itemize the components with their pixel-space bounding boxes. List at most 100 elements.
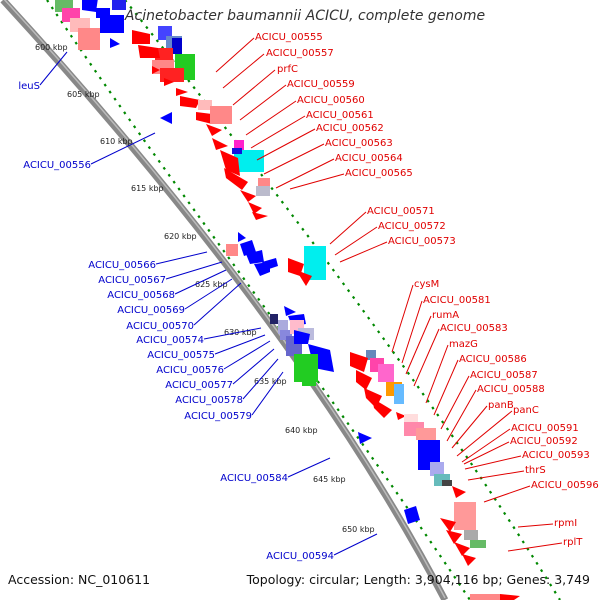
forward-gene-label[interactable]: mazG	[449, 339, 478, 350]
forward-gene-label[interactable]: prfC	[277, 64, 298, 75]
forward-gene-label[interactable]: ACICU_00563	[325, 138, 393, 149]
leader-line	[39, 51, 68, 86]
cds-cluster-middle	[226, 232, 334, 386]
reverse-gene-label[interactable]: ACICU_00577	[165, 380, 233, 391]
reverse-gene-label[interactable]: ACICU_00594	[266, 551, 334, 562]
topology-text: Topology: circular; Length: 3,904,116 bp…	[246, 572, 590, 587]
leader-line	[232, 69, 276, 106]
leader-line	[215, 37, 255, 73]
forward-gene-label[interactable]: ACICU_00596	[531, 480, 599, 491]
reverse-gene-label[interactable]: ACICU_00574	[136, 335, 204, 346]
forward-gene-label[interactable]: ACICU_00559	[287, 79, 355, 90]
reverse-gene-leaders	[39, 51, 378, 556]
reverse-gene-label[interactable]: ACICU_00576	[156, 365, 224, 376]
forward-gene-label[interactable]: ACICU_00591	[511, 423, 579, 434]
dotted-guides	[46, 0, 561, 600]
leader-line	[90, 132, 156, 165]
forward-gene-label[interactable]: ACICU_00560	[297, 95, 365, 106]
kbp-tick-label: 635 kbp	[254, 377, 287, 386]
accession-text: Accession: NC_010611	[8, 572, 151, 587]
leader-line	[413, 328, 440, 387]
forward-gene-label[interactable]: panB	[488, 400, 514, 411]
forward-gene-label[interactable]: ACICU_00565	[345, 168, 413, 179]
leader-line	[223, 340, 271, 370]
reverse-gene-label[interactable]: ACICU_00584	[220, 473, 288, 484]
leader-line	[263, 143, 325, 175]
leader-line	[401, 300, 423, 364]
forward-gene-label[interactable]: ACICU_00562	[316, 123, 384, 134]
leader-line	[329, 211, 367, 245]
leader-line	[456, 410, 513, 457]
leader-line	[461, 428, 511, 463]
leader-line	[287, 457, 331, 478]
forward-gene-label[interactable]: ACICU_00573	[388, 236, 456, 247]
reverse-gene-label[interactable]: ACICU_00568	[107, 290, 175, 301]
forward-gene-label[interactable]: ACICU_00571	[367, 206, 435, 217]
kbp-tick-label: 615 kbp	[131, 184, 164, 193]
leader-line	[391, 284, 414, 353]
leader-line	[464, 455, 522, 470]
leader-line	[239, 84, 287, 121]
leader-line	[165, 261, 223, 280]
leader-line	[214, 334, 266, 355]
forward-gene-label[interactable]: rplT	[563, 537, 583, 548]
forward-gene-leaders	[215, 37, 563, 552]
kbp-tick-label: 645 kbp	[313, 475, 346, 484]
reverse-gene-label[interactable]: leuS	[18, 81, 40, 92]
reverse-gene-label[interactable]: ACICU_00569	[117, 305, 185, 316]
kbp-tick-label: 605 kbp	[67, 90, 100, 99]
leader-line	[446, 389, 477, 442]
cds-cluster-lower	[350, 350, 520, 600]
forward-gene-label[interactable]: ACICU_00593	[522, 450, 590, 461]
leader-line	[155, 251, 208, 265]
forward-gene-label[interactable]: panC	[513, 405, 539, 416]
reverse-gene-label[interactable]: ACICU_00578	[175, 395, 243, 406]
kbp-tick-label: 625 kbp	[195, 280, 228, 289]
leader-line	[517, 523, 554, 528]
kbp-tick-label: 610 kbp	[100, 137, 133, 146]
leader-line	[425, 344, 449, 404]
leader-line	[193, 282, 242, 326]
forward-gene-label[interactable]: rpmI	[554, 518, 577, 529]
leader-line	[245, 100, 297, 136]
kbp-tick-label: 640 kbp	[285, 426, 318, 435]
forward-gene-label[interactable]: thrS	[525, 465, 546, 476]
leader-line	[174, 269, 227, 295]
forward-gene-label[interactable]: ACICU_00592	[510, 436, 578, 447]
leader-line	[256, 128, 316, 161]
reverse-gene-label[interactable]: ACICU_00566	[88, 260, 156, 271]
leader-line	[289, 173, 345, 190]
reverse-gene-labels: leuS ACICU_00556ACICU_00566ACICU_00567ACI…	[18, 81, 334, 562]
forward-gene-label[interactable]: ACICU_00561	[306, 110, 374, 121]
forward-gene-label[interactable]: rumA	[432, 310, 459, 321]
forward-gene-label[interactable]: ACICU_00587	[470, 370, 538, 381]
genome-backbone	[0, 0, 449, 600]
forward-gene-label[interactable]: ACICU_00581	[423, 295, 491, 306]
forward-gene-label[interactable]: ACICU_00583	[440, 323, 508, 334]
leader-line	[451, 405, 488, 449]
leader-line	[339, 241, 388, 263]
forward-gene-label[interactable]: cysM	[414, 279, 439, 290]
map-title: Acinetobacter baumannii ACICU, complete …	[124, 8, 486, 24]
reverse-gene-label[interactable]: ACICU_00556	[23, 160, 91, 171]
reverse-gene-label[interactable]: ACICU_00579	[184, 411, 252, 422]
forward-gene-label[interactable]: ACICU_00572	[378, 221, 446, 232]
forward-gene-label[interactable]: ACICU_00564	[335, 153, 403, 164]
forward-gene-label[interactable]: ACICU_00586	[459, 354, 527, 365]
leader-line	[463, 441, 510, 465]
reverse-gene-label[interactable]: ACICU_00570	[126, 321, 194, 332]
leader-line	[333, 533, 378, 556]
kbp-tick-label: 650 kbp	[342, 525, 375, 534]
forward-gene-label[interactable]: ACICU_00557	[266, 48, 334, 59]
leader-line	[405, 315, 432, 375]
reverse-gene-label[interactable]: ACICU_00567	[98, 275, 166, 286]
leader-line	[232, 348, 275, 385]
forward-gene-label[interactable]: ACICU_00588	[477, 384, 545, 395]
forward-gene-label[interactable]: ACICU_00555	[255, 32, 323, 43]
reverse-gene-label[interactable]: ACICU_00575	[147, 350, 215, 361]
leader-line	[440, 375, 470, 430]
leader-line	[483, 485, 531, 503]
kbp-tick-label: 600 kbp	[35, 43, 68, 52]
